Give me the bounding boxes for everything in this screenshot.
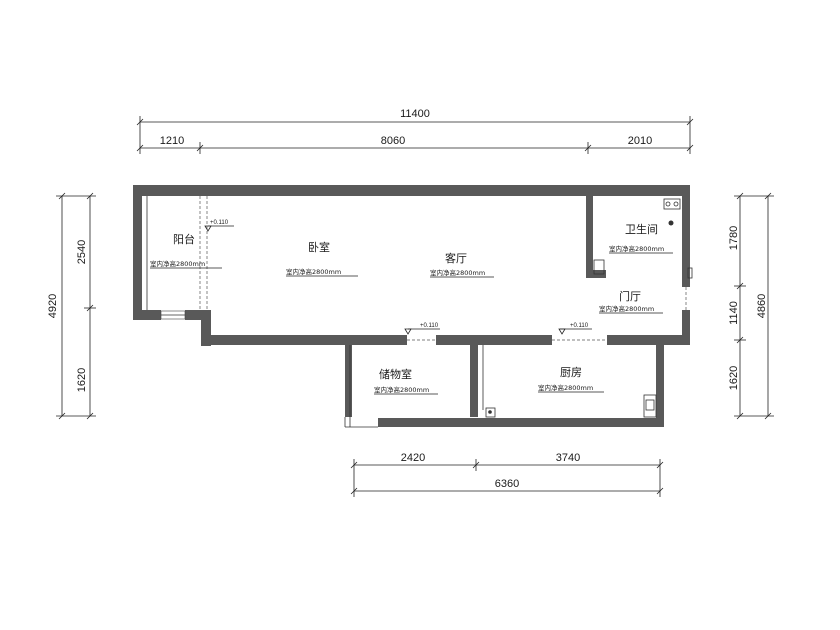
dim-left-upper: 2540 (76, 240, 88, 264)
dim-right-upper: 1780 (728, 226, 740, 250)
dim-right-lower: 1620 (728, 366, 740, 390)
dim-top-seg1: 1210 (160, 135, 184, 147)
room-label-bedroom: 卧室 (308, 240, 330, 254)
kitchen-fixtures (485, 394, 657, 418)
room-label-storage: 储物室 (379, 367, 412, 381)
note-balcony: 室内净高2800mm (150, 259, 205, 268)
level-corridor-left: +0.110 (420, 323, 439, 329)
level-marker-corridor-left (404, 328, 440, 335)
walls (133, 185, 690, 427)
dim-left-lower: 1620 (76, 368, 88, 392)
note-living-room: 室内净高2800mm (430, 268, 485, 277)
top-dimension-lines (136, 116, 694, 154)
dim-right-middle: 1140 (728, 301, 740, 325)
note-storage: 室内净高2800mm (374, 385, 429, 394)
note-kitchen: 室内净高2800mm (538, 383, 593, 392)
right-dimension-lines (734, 192, 774, 420)
room-label-balcony: 阳台 (173, 232, 195, 246)
level-marker-balcony (204, 225, 234, 232)
note-bedroom: 室内净高2800mm (286, 267, 341, 276)
level-marker-corridor-right (558, 328, 592, 335)
dim-left-total: 4920 (47, 294, 59, 318)
dim-bottom-total: 6360 (495, 478, 519, 490)
room-label-living-room: 客厅 (445, 251, 467, 265)
level-corridor-right: +0.110 (570, 323, 589, 329)
dim-right-total: 4860 (756, 294, 768, 318)
note-bathroom: 室内净高2800mm (609, 244, 664, 253)
bathroom-fixtures (593, 198, 693, 279)
note-foyer: 室内净高2800mm (599, 304, 654, 313)
bottom-dimension-lines (350, 459, 664, 497)
level-balcony: +0.110 (210, 220, 229, 226)
dim-bottom-seg2: 3740 (556, 452, 580, 464)
dim-top-seg2: 8060 (381, 135, 405, 147)
room-label-kitchen: 厨房 (560, 366, 582, 379)
dim-bottom-seg1: 2420 (401, 452, 425, 464)
left-dimension-lines (56, 192, 96, 420)
dim-top-seg3: 2010 (628, 135, 652, 147)
room-label-bathroom: 卫生间 (625, 222, 658, 236)
dim-top-total: 11400 (400, 108, 430, 120)
room-label-foyer: 门厅 (619, 289, 641, 303)
